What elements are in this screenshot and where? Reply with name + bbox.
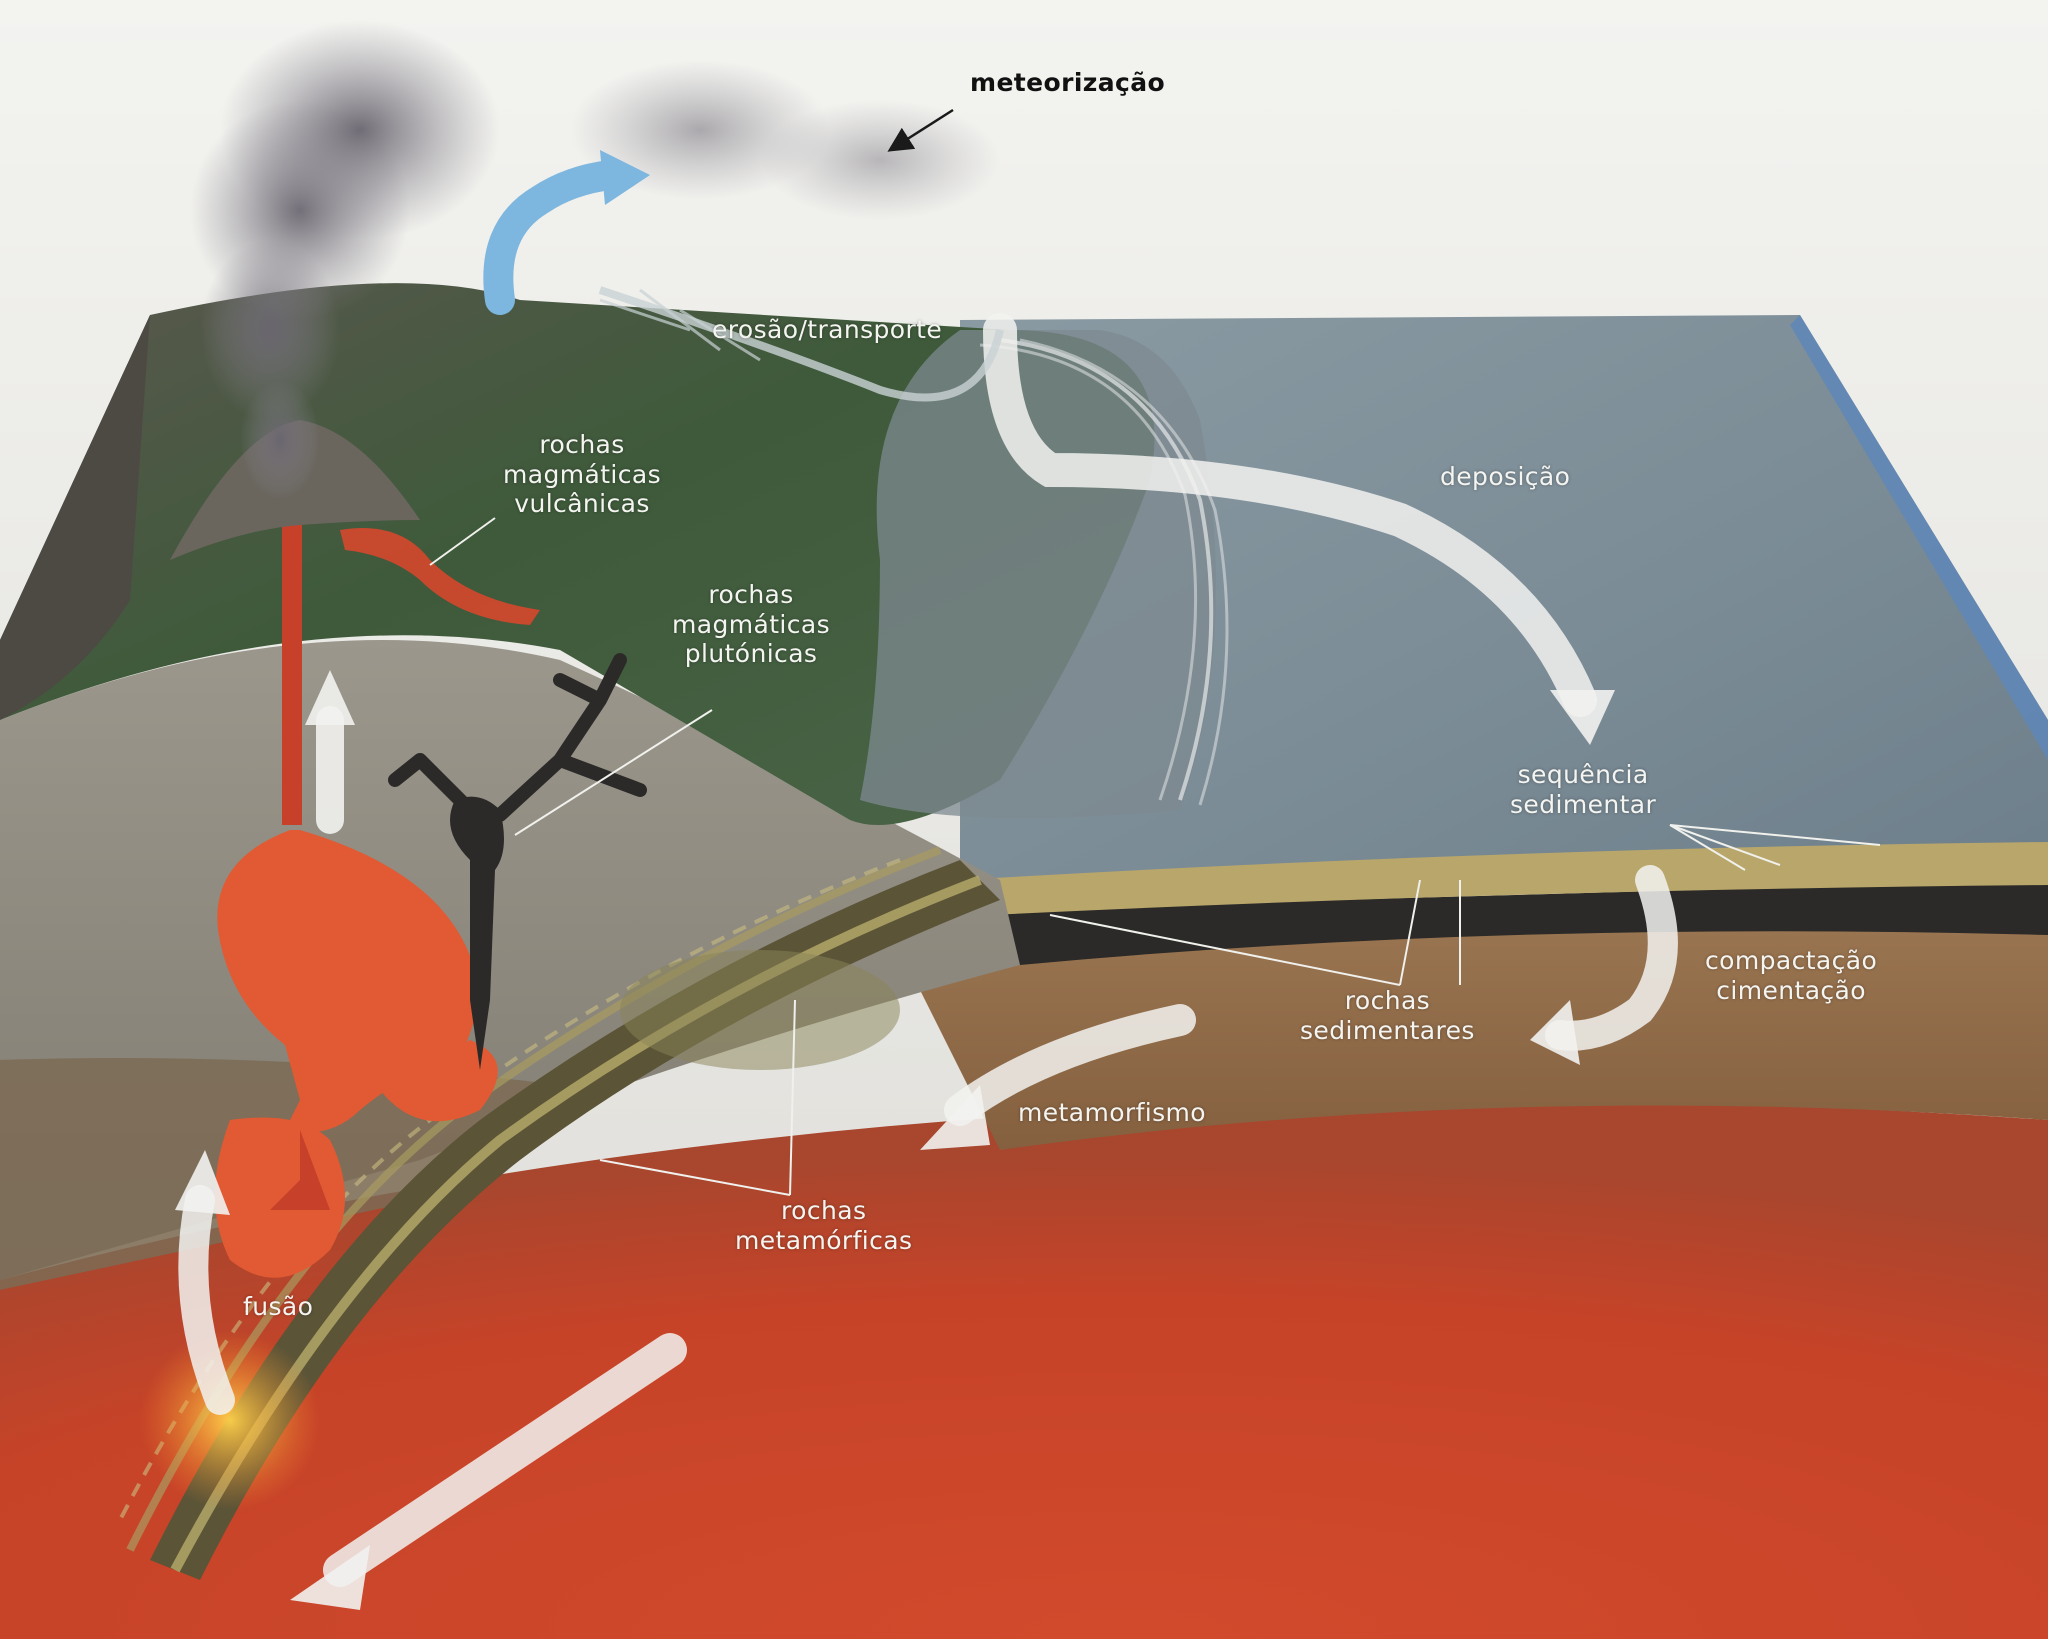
subduction-arrow xyxy=(323,1333,687,1587)
sedimentary-band xyxy=(960,840,2048,915)
fusion-arrow xyxy=(178,1185,235,1415)
label-sequencia-sedimentar: sequência sedimentar xyxy=(1510,760,1656,819)
label-line: magmáticas xyxy=(503,459,662,489)
volcanic-conduit xyxy=(282,525,302,825)
crust-brown-layer xyxy=(900,918,2048,1150)
label-deposicao: deposição xyxy=(1440,462,1571,491)
label-erosao-transporte: erosão/transporte xyxy=(712,315,943,344)
label-rochas-sedimentares: rochas sedimentares xyxy=(1300,986,1475,1045)
compaction-arrow xyxy=(1545,865,1678,1051)
label-line: vulcânicas xyxy=(514,489,650,518)
label-compactacao-cimentacao: compactação cimentação xyxy=(1705,946,1877,1005)
magma-chamber xyxy=(217,830,480,1133)
label-fusao: fusão xyxy=(243,1292,314,1321)
melting-glow xyxy=(140,1330,320,1510)
delta-lobe xyxy=(860,330,1216,818)
label-line: rochas xyxy=(708,580,794,609)
label-leaders-light xyxy=(429,517,1881,1196)
label-line: rochas xyxy=(1344,986,1431,1015)
deposition-arrow xyxy=(983,313,1597,717)
label-rochas-vulcanicas: rochas magmáticas vulcânicas xyxy=(503,430,661,519)
land-side xyxy=(0,315,150,720)
label-line: metamórficas xyxy=(735,1225,913,1255)
sea-edge xyxy=(1790,315,2048,760)
label-rochas-metamorficas: rochas metamórficas xyxy=(735,1196,912,1255)
label-line: sedimentares xyxy=(1300,1015,1475,1045)
label-line: compactação xyxy=(1705,946,1878,975)
label-line: rochas xyxy=(539,430,625,459)
label-line: rochas xyxy=(781,1196,867,1225)
label-rochas-plutonicas: rochas magmáticas plutónicas xyxy=(672,580,830,669)
plutonic-body xyxy=(450,796,504,1070)
label-line: sedimentar xyxy=(1510,789,1657,819)
label-meteorizacao: meteorização xyxy=(970,68,1166,97)
river xyxy=(598,286,1004,402)
label-line: sequência xyxy=(1517,760,1649,789)
label-metamorfismo: metamorfismo xyxy=(1018,1098,1207,1127)
label-line: magmáticas xyxy=(672,609,831,639)
mantle-layer xyxy=(0,1100,2048,1639)
weathering-arrow xyxy=(483,160,625,315)
label-line: plutónicas xyxy=(684,639,818,668)
label-line: cimentação xyxy=(1716,975,1866,1005)
label-leaders-dark xyxy=(887,108,954,152)
dark-basement-layer xyxy=(980,880,2048,965)
magma-pool xyxy=(215,1117,345,1278)
